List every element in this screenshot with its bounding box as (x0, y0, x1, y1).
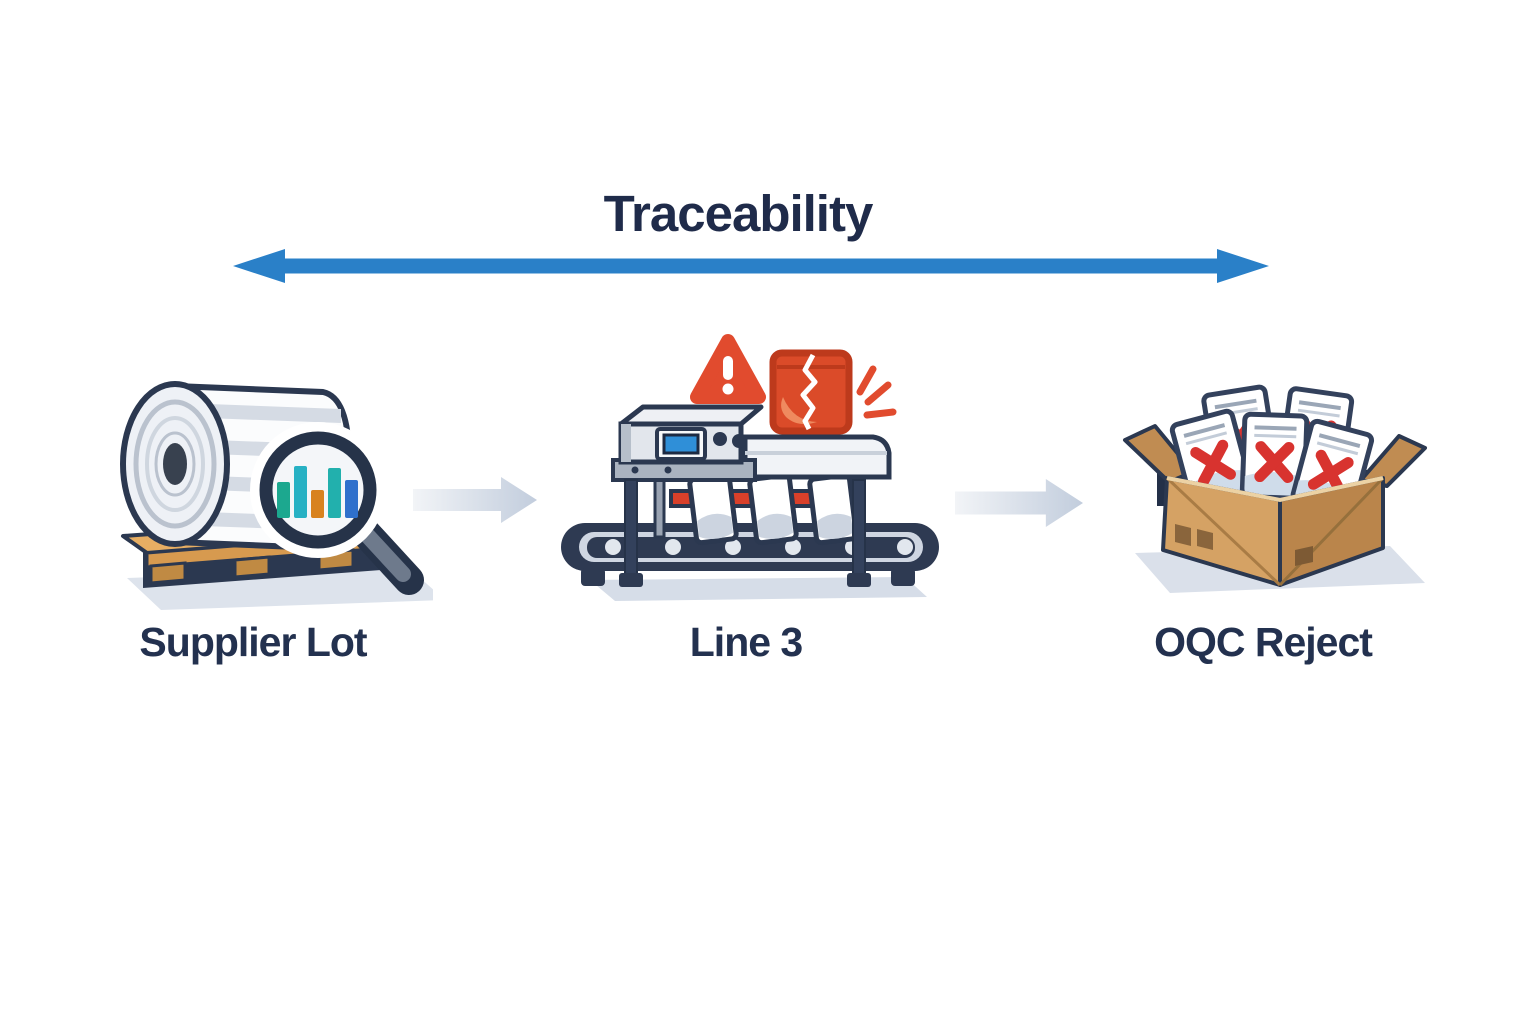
flow-arrow-1-icon (413, 477, 537, 523)
sealing-line-conveyor-icon (561, 334, 939, 601)
flow-arrow-2-icon (955, 479, 1083, 527)
magnifier-barchart-icon (250, 422, 424, 595)
ground-shadow (590, 577, 927, 601)
machine-button (713, 432, 727, 446)
display-screen (662, 433, 700, 455)
damaged-pouch-icon (769, 349, 853, 435)
traceability-span-arrow (233, 249, 1269, 283)
reject-box-documents-icon (1123, 378, 1427, 593)
hanging-pouches (687, 472, 859, 546)
warning-triangle-icon (690, 334, 766, 404)
box-front (1161, 476, 1385, 587)
machine-legs (619, 479, 871, 587)
impact-marks-icon (856, 365, 897, 419)
double-arrow-shape (233, 249, 1269, 283)
stage-label-oqc-reject: OQC Reject (1154, 619, 1373, 665)
page-title: Traceability (603, 185, 874, 242)
stage-label-supplier-lot: Supplier Lot (139, 619, 367, 665)
stage-label-line-3: Line 3 (689, 619, 803, 665)
conveyor-belt-icon (561, 523, 939, 586)
machine-button (732, 434, 746, 448)
machine-head (611, 404, 892, 482)
supplier-roll-pallet-magnifier-icon (120, 381, 433, 610)
